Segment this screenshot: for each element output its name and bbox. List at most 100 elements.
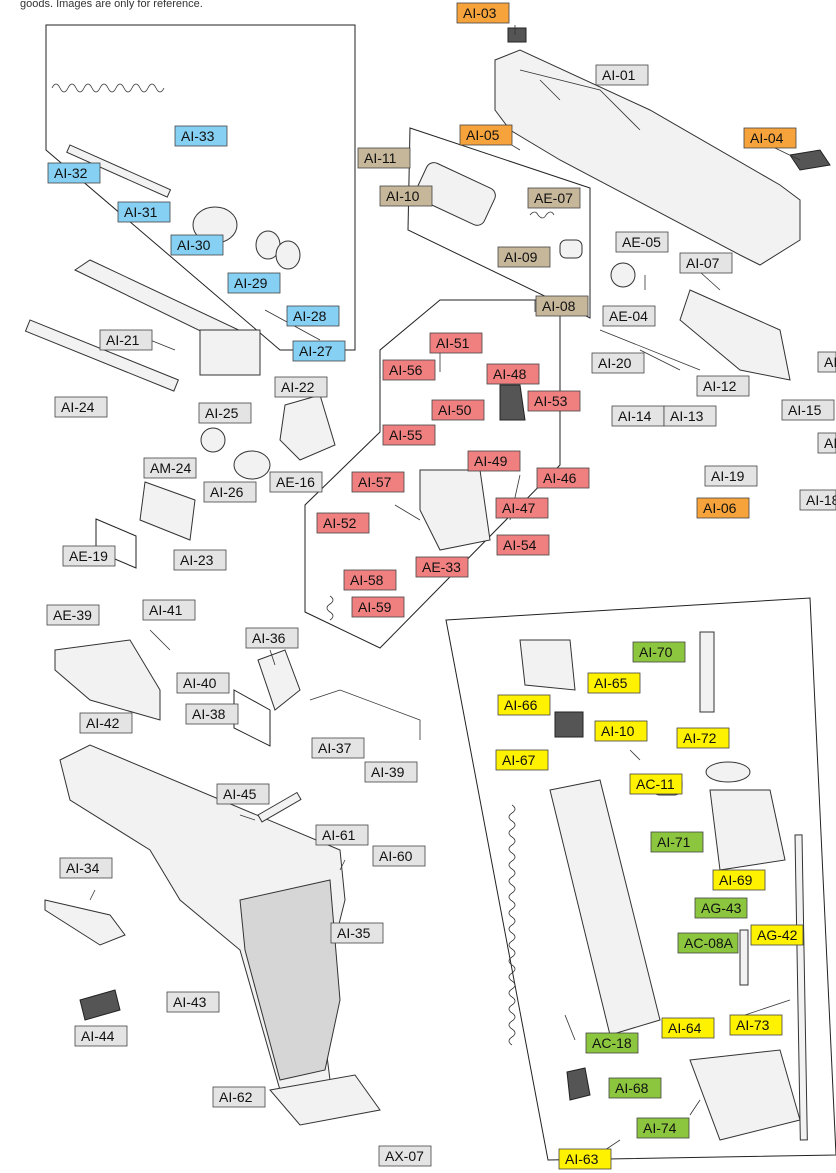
- chassis-part: [54, 639, 161, 721]
- part-label-text: AI-10: [601, 723, 635, 739]
- part-label-box: [650, 831, 704, 853]
- part-label-text: AI-29: [234, 275, 268, 291]
- part-label-ai-49: AI-49: [467, 450, 521, 472]
- part-label-box: [558, 1148, 612, 1170]
- part-label-ai-19: AI-19: [704, 465, 758, 487]
- part-label-text: AI-69: [719, 872, 753, 888]
- part-label-ai-36: AI-36: [245, 627, 299, 649]
- part-label-box: [456, 2, 510, 24]
- part-label-text: AI-44: [81, 1028, 115, 1044]
- part-label-ai-70: AI-70: [632, 641, 686, 663]
- washer-part-2: [275, 240, 301, 270]
- hammer-part: [257, 649, 301, 711]
- nozzle-spring-part: [529, 211, 555, 219]
- part-label-box: [615, 231, 669, 253]
- part-label-text: AI-1: [824, 354, 836, 370]
- part-label-box: [173, 549, 227, 571]
- part-label-ai-74: AI-74: [636, 1117, 690, 1139]
- part-label-box: [704, 465, 758, 487]
- part-label-text: AE-05: [622, 234, 661, 250]
- part-label-ai-18: AI-18: [799, 489, 836, 511]
- part-label-box: [497, 694, 551, 716]
- part-label-box: [467, 450, 521, 472]
- part-label-text: AI-60: [379, 848, 413, 864]
- part-label-text: AI-51: [436, 335, 470, 351]
- magazine-spring-part: [508, 804, 516, 1046]
- part-label-ag-43: AG-43: [694, 897, 748, 919]
- part-label-text: AI-07: [686, 255, 720, 271]
- part-label-box: [636, 1117, 690, 1139]
- part-label-text: AI-55: [389, 427, 423, 443]
- part-label-text: AI-63: [565, 1151, 599, 1167]
- part-label-box: [712, 869, 766, 891]
- part-label-box: [74, 1025, 128, 1047]
- slide-stop-part: [44, 899, 126, 946]
- part-label-box: [198, 402, 252, 424]
- part-label-ai-10: AI-10: [594, 720, 648, 742]
- part-label-box: [170, 234, 224, 256]
- part-label-box: [497, 246, 551, 268]
- part-label-ai-53: AI-53: [527, 390, 581, 412]
- part-label-ai-39: AI-39: [364, 761, 418, 783]
- pin-group-frame: [233, 689, 271, 747]
- part-label-ai-30: AI-30: [170, 234, 224, 256]
- part-label-ai-69: AI-69: [712, 869, 766, 891]
- part-label-ai-08: AI-08: [535, 295, 589, 317]
- part-label-ac-18: AC-18: [585, 1032, 639, 1054]
- part-label-ac-08a: AC-08A: [677, 932, 739, 954]
- part-label-text: AI-08: [542, 298, 576, 314]
- part-label-text: AI-13: [670, 408, 704, 424]
- part-label-box: [743, 127, 797, 149]
- mag-valve-part: [566, 1067, 591, 1101]
- part-label-box: [431, 399, 485, 421]
- part-label-ai-63: AI-63: [558, 1148, 612, 1170]
- part-label-box: [316, 512, 370, 534]
- part-label-box: [117, 201, 171, 223]
- part-label-box: [46, 604, 100, 626]
- part-label-ai-28: AI-28: [286, 305, 340, 327]
- part-label-box: [595, 64, 649, 86]
- part-label-box: [729, 1014, 783, 1036]
- part-label-text: AI-05: [466, 127, 500, 143]
- parts-illustration: [24, 27, 831, 1141]
- part-label-ai-41: AI-41: [142, 599, 196, 621]
- part-label-ai-52: AI-52: [316, 512, 370, 534]
- part-label-box: [357, 147, 411, 169]
- part-label-text: AI-38: [192, 706, 226, 722]
- part-label-ae-16: AE-16: [269, 471, 323, 493]
- trigger-housing-part: [419, 469, 491, 551]
- part-label-box: [311, 737, 365, 759]
- part-label-text: AI-01: [602, 67, 636, 83]
- part-label-ai-31: AI-31: [117, 201, 171, 223]
- part-label-box: [429, 332, 483, 354]
- part-label-ai-55: AI-55: [382, 424, 436, 446]
- recoil-spring-part: [51, 83, 165, 93]
- part-label-text: AI-37: [318, 740, 352, 756]
- part-label-text: AI-52: [323, 515, 357, 531]
- part-label-ae-19: AE-19: [62, 545, 116, 567]
- part-label-ai-61: AI-61: [315, 824, 369, 846]
- part-label-box: [585, 1032, 639, 1054]
- part-label-text: AI-28: [293, 308, 327, 324]
- magazine-body-part: [549, 779, 661, 1036]
- part-label-box: [245, 627, 299, 649]
- part-label-text: AG-43: [701, 900, 742, 916]
- part-label-text: AI-43: [173, 994, 207, 1010]
- part-label-box: [59, 857, 113, 879]
- part-label-box: [47, 162, 101, 184]
- part-label-ac-11: AC-11: [629, 773, 683, 795]
- part-label-ai-05: AI-05: [459, 124, 513, 146]
- part-label-text: AI-59: [358, 599, 392, 615]
- part-label-box: [536, 467, 590, 489]
- o-ring-part: [705, 761, 751, 783]
- part-label-text: AI-66: [504, 697, 538, 713]
- part-label-box: [286, 305, 340, 327]
- part-label-ai-11: AI-11: [357, 147, 411, 169]
- part-label-text: AC-11: [636, 776, 675, 792]
- part-label-ai-45: AI-45: [216, 783, 270, 805]
- part-label-text: AI-68: [615, 1080, 649, 1096]
- part-label-ai-40: AI-40: [176, 672, 230, 694]
- part-label-am-24: AM-24: [143, 457, 197, 479]
- hop-rubber-part: [610, 262, 636, 288]
- part-label-ai-06: AI-06: [696, 497, 750, 519]
